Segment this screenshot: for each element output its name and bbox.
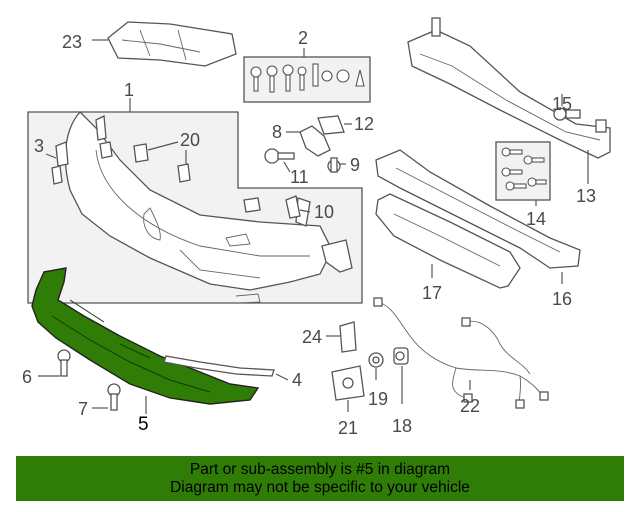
- part-19-ring[interactable]: [368, 352, 384, 380]
- part-13-reinforcement-beam[interactable]: [407, 17, 611, 184]
- part-18-parking-sensor[interactable]: [393, 347, 409, 404]
- callout-7[interactable]: 7: [78, 399, 88, 419]
- part-21-sensor-bracket[interactable]: [331, 365, 365, 412]
- callout-13[interactable]: 13: [576, 186, 596, 206]
- banner-line-1: Part or sub-assembly is #5 in diagram: [189, 461, 451, 478]
- part-24-bracket[interactable]: [326, 321, 357, 353]
- callout-19[interactable]: 19: [368, 389, 388, 409]
- part-11-bolt[interactable]: [264, 148, 295, 173]
- part-9-bolt[interactable]: [327, 157, 346, 173]
- callout-8[interactable]: 8: [272, 122, 282, 142]
- callout-9[interactable]: 9: [350, 155, 360, 175]
- callout-6[interactable]: 6: [22, 367, 32, 387]
- callout-23[interactable]: 23: [62, 32, 82, 52]
- callout-16[interactable]: 16: [552, 289, 572, 309]
- part-20-clips[interactable]: [133, 141, 191, 183]
- callout-24[interactable]: 24: [302, 327, 322, 347]
- part-10-clip[interactable]: [285, 195, 311, 219]
- part-7-bolt[interactable]: [92, 383, 121, 411]
- leader-3: [45, 153, 57, 159]
- part-6-bolt[interactable]: [38, 349, 71, 377]
- callout-20[interactable]: 20: [180, 130, 200, 150]
- part-16-impact-bar[interactable]: [375, 149, 581, 284]
- callout-3[interactable]: 3: [34, 136, 44, 156]
- part-15-bolt[interactable]: [553, 94, 581, 121]
- part-4-trim-strip[interactable]: [163, 355, 289, 381]
- info-banner: Part or sub-assembly is #5 in diagram Di…: [16, 456, 624, 501]
- callout-12[interactable]: 12: [354, 114, 374, 134]
- callout-18[interactable]: 18: [392, 416, 412, 436]
- callout-11[interactable]: 11: [290, 167, 309, 187]
- callout-17[interactable]: 17: [422, 283, 442, 303]
- part-22-wiring-harness[interactable]: [373, 297, 549, 409]
- part-14-bolt-kit[interactable]: [495, 141, 551, 206]
- callout-2[interactable]: 2: [298, 28, 308, 48]
- part-23-bracket[interactable]: [92, 21, 237, 67]
- callout-22[interactable]: 22: [460, 396, 480, 416]
- callout-15[interactable]: 15: [552, 94, 572, 114]
- callout-14[interactable]: 14: [526, 209, 546, 229]
- part-2-fastener-kit[interactable]: [243, 48, 371, 103]
- callout-4[interactable]: 4: [292, 370, 302, 390]
- part-8-bracket[interactable]: [286, 125, 331, 157]
- parts-diagram: 23 2 1: [22, 17, 611, 438]
- callout-21[interactable]: 21: [338, 418, 358, 438]
- part-12-bracket[interactable]: [317, 115, 352, 135]
- part-1-bumper-cover-assembly[interactable]: [27, 98, 363, 304]
- callout-5[interactable]: 5: [138, 414, 149, 435]
- banner-line-2: Diagram may not be specific to your vehi…: [170, 479, 470, 496]
- part-5-lower-absorber-highlighted[interactable]: [31, 267, 260, 414]
- callout-1[interactable]: 1: [124, 80, 134, 100]
- callout-10[interactable]: 10: [314, 202, 334, 222]
- part-17-energy-absorber[interactable]: [375, 193, 521, 289]
